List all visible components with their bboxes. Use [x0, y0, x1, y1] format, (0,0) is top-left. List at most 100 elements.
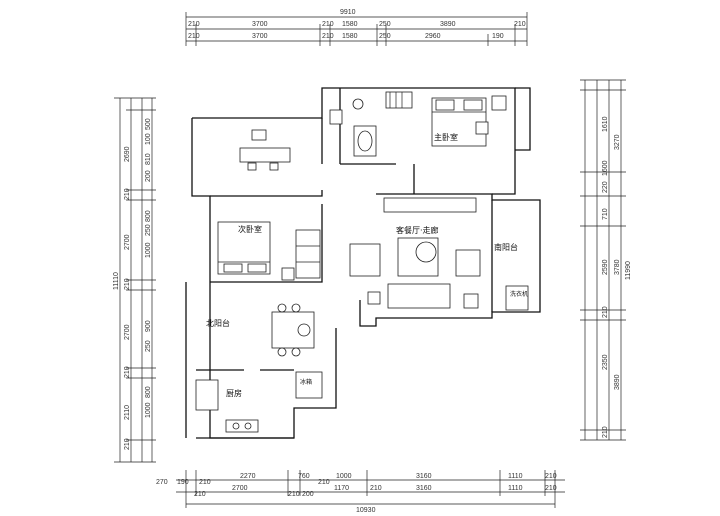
dim-label: 210 — [370, 485, 382, 492]
dim-label: 190 — [492, 33, 504, 40]
dim-label: 1000 — [145, 402, 152, 418]
dim-label: 1600 — [602, 160, 609, 176]
dim-label: 210 — [545, 473, 557, 480]
dim-left-small: 500 100 810 200 800 250 1000 900 250 800… — [145, 118, 152, 418]
kitchen-fixtures — [195, 371, 323, 433]
label-washer: 洗衣机 — [510, 290, 528, 298]
label-living-dining: 客餐厅·走廊 — [396, 225, 439, 235]
dim-label: 210 — [199, 479, 211, 486]
dim-left-inner: 2690 210 2700 210 2700 210 2110 210 — [124, 146, 131, 450]
wardrobe-second — [295, 229, 321, 279]
dim-label: 210 — [188, 33, 200, 40]
dim-label: 210 — [188, 21, 200, 28]
dim-right-inner: 1610 1600 220 710 2590 210 2350 210 — [602, 116, 609, 438]
dim-left-total: 11110 — [113, 272, 120, 290]
dim-label: 710 — [602, 208, 609, 220]
dim-top-row3: 210 3700 210 1580 250 2960 190 — [188, 33, 504, 40]
dim-label: 3890 — [440, 21, 456, 28]
sofa-set — [349, 237, 481, 309]
dim-bottom-total: 10930 — [356, 507, 376, 514]
tv-cabinet — [383, 197, 477, 213]
dim-label: 1580 — [342, 33, 358, 40]
dim-top-row2: 210 3700 210 1580 250 3890 210 — [188, 21, 526, 28]
dim-label: 3160 — [416, 485, 432, 492]
dim-label: 1110 — [508, 485, 523, 492]
dim-label: 200 — [145, 170, 152, 182]
dim-label: 810 — [145, 153, 152, 165]
dim-label: 3700 — [252, 21, 268, 28]
dim-label: 800 — [145, 210, 152, 222]
dim-label: 210 — [602, 306, 609, 318]
dim-label: 250 — [379, 21, 391, 28]
dim-label: 1610 — [602, 116, 609, 132]
washer-box — [505, 285, 529, 311]
dim-label: 250 — [145, 224, 152, 236]
dim-bottom-row2: 210 2700 210 200 1170 210 3160 1110 210 — [194, 485, 557, 498]
bathroom-fixtures — [329, 98, 377, 157]
label-second-bedroom: 次卧室 — [238, 224, 262, 234]
top-dimension-lines — [185, 12, 528, 46]
balcony-planters — [281, 95, 507, 281]
dim-label: 210 — [124, 188, 131, 200]
dim-label: 500 — [145, 118, 152, 130]
dim-label: 210 — [124, 366, 131, 378]
bed-master — [431, 97, 487, 147]
dim-label: 3780 — [614, 259, 621, 275]
dim-label: 100 — [145, 133, 152, 145]
dim-label: 210 — [318, 479, 330, 486]
bed-second — [217, 221, 271, 275]
dim-label: 760 — [298, 473, 310, 480]
dim-label: 210 — [288, 491, 300, 498]
dim-label: 220 — [602, 181, 609, 193]
dim-label: 2350 — [602, 354, 609, 370]
dim-label: 2110 — [124, 405, 131, 420]
dim-right-total: 11990 — [625, 261, 632, 280]
dim-label: 1170 — [334, 485, 349, 492]
dim-label: 210 — [322, 33, 334, 40]
wardrobe-master — [385, 91, 413, 109]
label-master-bedroom: 主卧室 — [434, 132, 458, 142]
label-kitchen: 厨房 — [226, 388, 242, 398]
right-dimension-lines — [580, 79, 626, 441]
dim-label: 2700 — [124, 324, 131, 340]
dim-label: 210 — [194, 491, 206, 498]
dim-label: 2590 — [602, 259, 609, 275]
dim-top-total: 9910 — [340, 9, 356, 16]
dim-bottom-row1: 270 190 210 2270 760 210 1000 3160 1110 … — [156, 473, 557, 486]
dim-label: 210 — [545, 485, 557, 492]
dim-label: 800 — [145, 386, 152, 398]
dim-label: 2960 — [425, 33, 441, 40]
dim-label: 210 — [124, 278, 131, 290]
bottom-dimension-lines — [176, 470, 565, 508]
desk-second-room — [239, 129, 291, 171]
dim-label: 210 — [602, 426, 609, 438]
label-south-balcony: 南阳台 — [494, 242, 518, 252]
dim-label: 2270 — [240, 473, 256, 480]
dim-label: 900 — [145, 320, 152, 332]
dim-label: 1000 — [336, 473, 352, 480]
dim-label: 270 — [156, 479, 168, 486]
dining-table — [271, 303, 315, 357]
dim-label: 210 — [514, 21, 526, 28]
dim-right-mid: 3270 3780 3890 — [614, 134, 621, 390]
dim-label: 3700 — [252, 33, 268, 40]
dim-label: 3890 — [614, 374, 621, 390]
dim-label: 250 — [379, 33, 391, 40]
dim-label: 190 — [177, 479, 189, 486]
label-fridge: 冰箱 — [300, 378, 312, 386]
dim-label: 3160 — [416, 473, 432, 480]
dim-label: 250 — [145, 340, 152, 352]
left-dimension-lines — [114, 97, 156, 463]
dim-label: 2700 — [232, 485, 248, 492]
dim-label: 1000 — [145, 242, 152, 258]
dim-label: 1580 — [342, 21, 358, 28]
dim-label: 2690 — [124, 146, 131, 162]
dim-label: 3270 — [614, 134, 621, 150]
dim-label: 2700 — [124, 234, 131, 250]
dim-label: 210 — [124, 438, 131, 450]
walls — [185, 87, 541, 439]
dim-label: 210 — [322, 21, 334, 28]
dim-label: 200 — [302, 491, 314, 498]
dim-label: 1110 — [508, 473, 523, 480]
